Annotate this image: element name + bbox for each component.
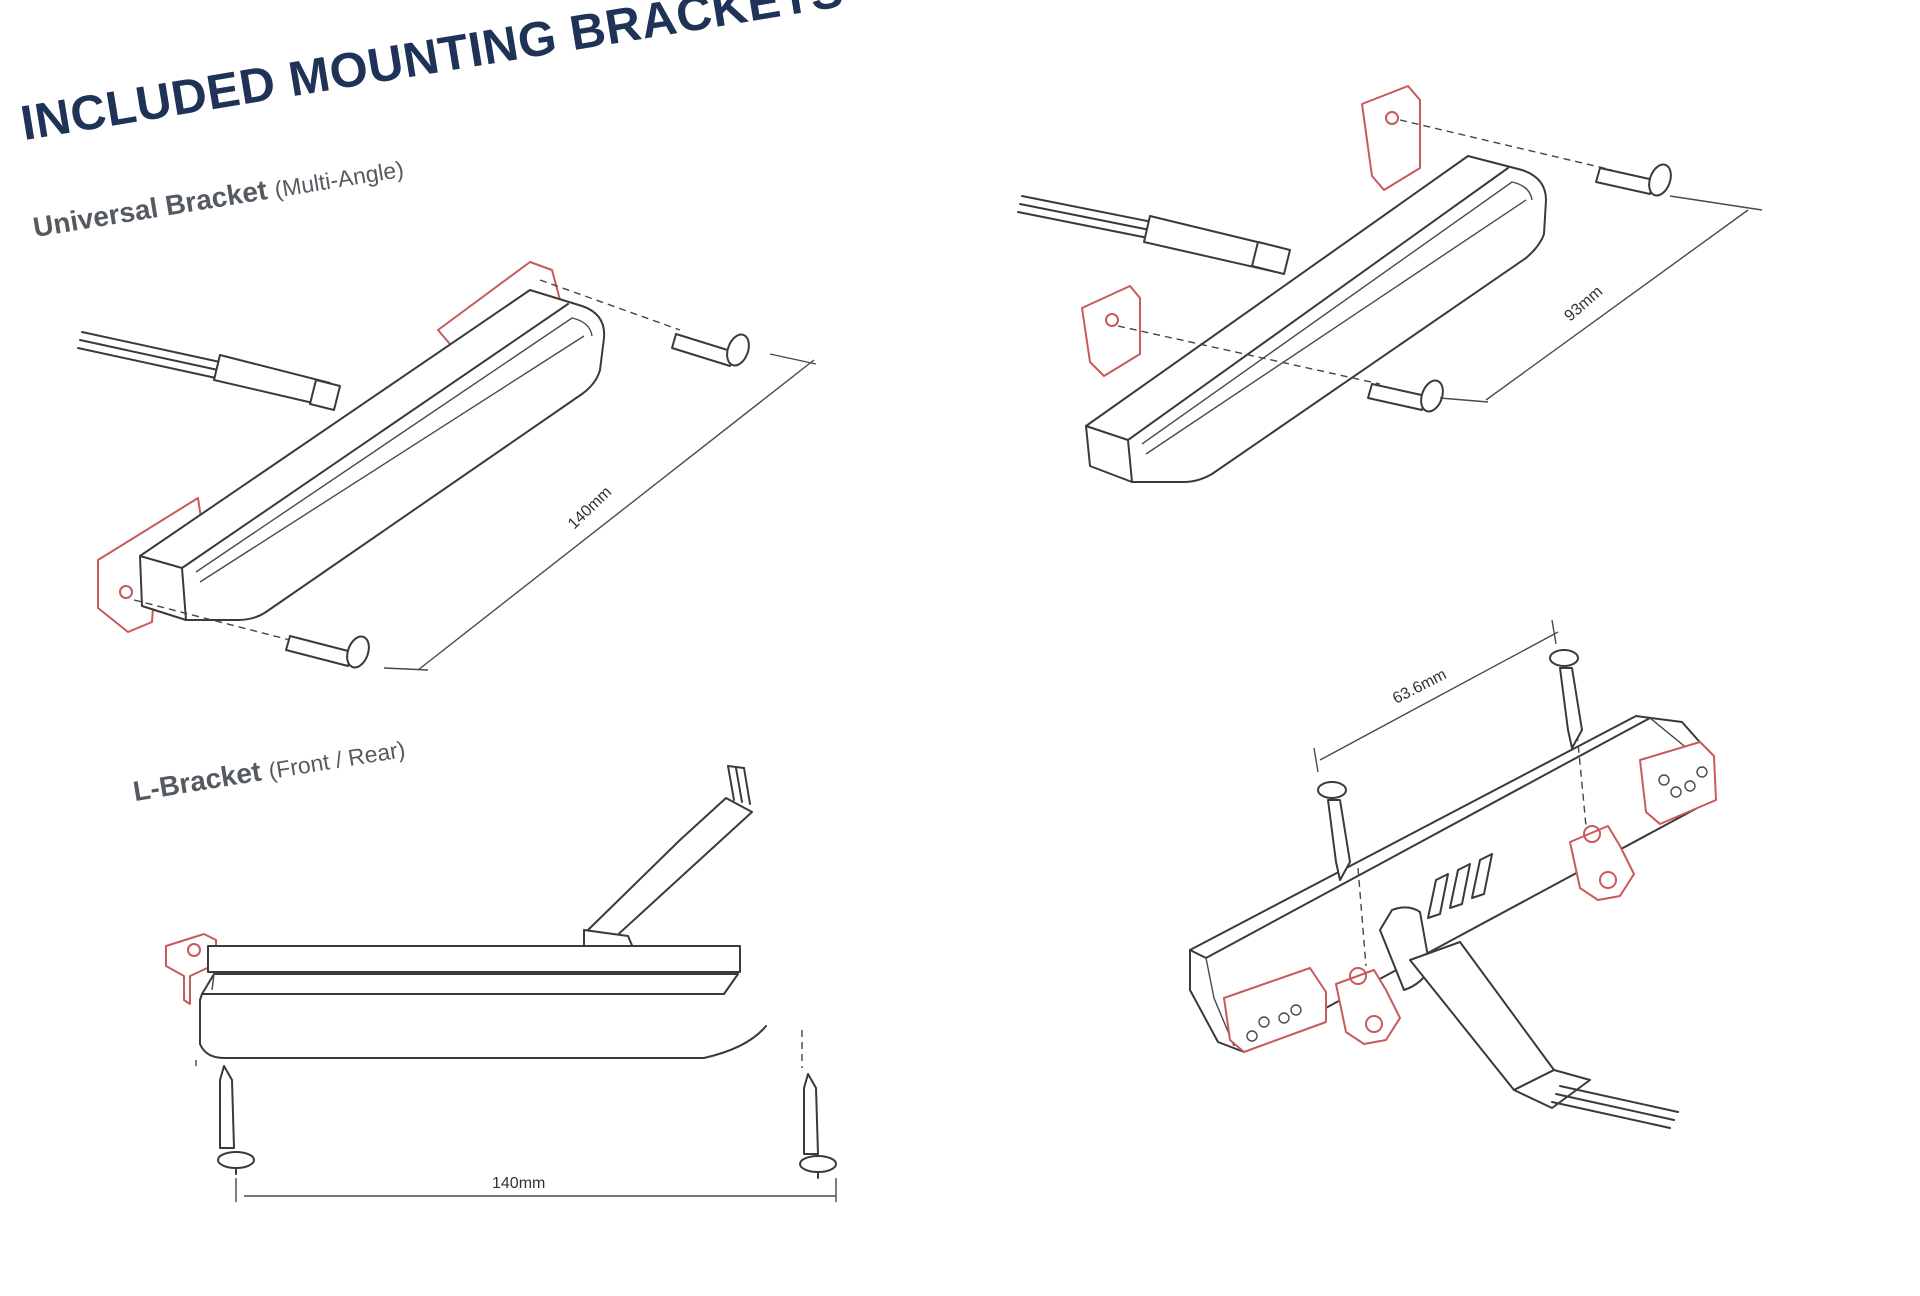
dimension-label: 93mm xyxy=(1561,283,1606,325)
bracket-hole xyxy=(119,585,133,599)
cable-wires xyxy=(77,331,221,379)
screw-guide-line xyxy=(1117,325,1381,385)
cable-sleeve xyxy=(587,797,753,941)
cable-exit xyxy=(1379,906,1591,1109)
bracket-lower xyxy=(1081,285,1141,377)
l-bracket-tab xyxy=(165,933,217,1005)
bracket-hole xyxy=(1105,313,1119,327)
screw xyxy=(1317,781,1351,881)
screw-guide-line xyxy=(1357,867,1367,967)
screw xyxy=(285,635,370,669)
l-bracket-foot xyxy=(1569,825,1635,901)
l-bracket-drawing-rear: 63.6mm xyxy=(1189,619,1717,1129)
nail xyxy=(799,1073,837,1179)
screw xyxy=(1595,163,1672,197)
screw xyxy=(1367,379,1444,413)
bracket-upper xyxy=(1361,85,1421,191)
vent-slots xyxy=(1427,853,1493,919)
nail xyxy=(217,1065,255,1175)
l-bracket-foot xyxy=(1335,967,1401,1045)
cable-wires xyxy=(727,765,751,805)
light-bar-body xyxy=(199,945,767,1059)
l-bracket-drawing-side: 140mm xyxy=(165,765,837,1202)
end-cap-right xyxy=(1639,741,1717,825)
universal-bracket-drawing-b: 93mm xyxy=(1017,85,1763,483)
cable-sleeve-end xyxy=(1251,241,1291,275)
screw xyxy=(1549,649,1583,749)
universal-bracket-drawing-a: 140mm xyxy=(77,261,817,671)
dimension-label: 63.6mm xyxy=(1390,666,1449,707)
dimension-63-6mm: 63.6mm xyxy=(1313,619,1559,773)
cable-wires xyxy=(1551,1085,1679,1129)
dimension-label: 140mm xyxy=(492,1175,545,1192)
cable-sleeve-end xyxy=(309,379,341,411)
screw-guide-line xyxy=(539,279,681,331)
light-bar-body xyxy=(1085,155,1547,483)
screw-guide-line xyxy=(133,599,291,641)
cable-wires xyxy=(1017,195,1153,239)
end-cap-holes xyxy=(1246,766,1708,1042)
light-bar-body xyxy=(139,289,606,621)
dimension-label: 140mm xyxy=(565,484,615,533)
bracket-hole xyxy=(1385,111,1399,125)
screw-guide-line xyxy=(1399,119,1613,171)
screw xyxy=(671,333,750,367)
bracket-hole xyxy=(187,943,201,957)
dimension-140mm-b: 140mm xyxy=(235,1175,837,1202)
